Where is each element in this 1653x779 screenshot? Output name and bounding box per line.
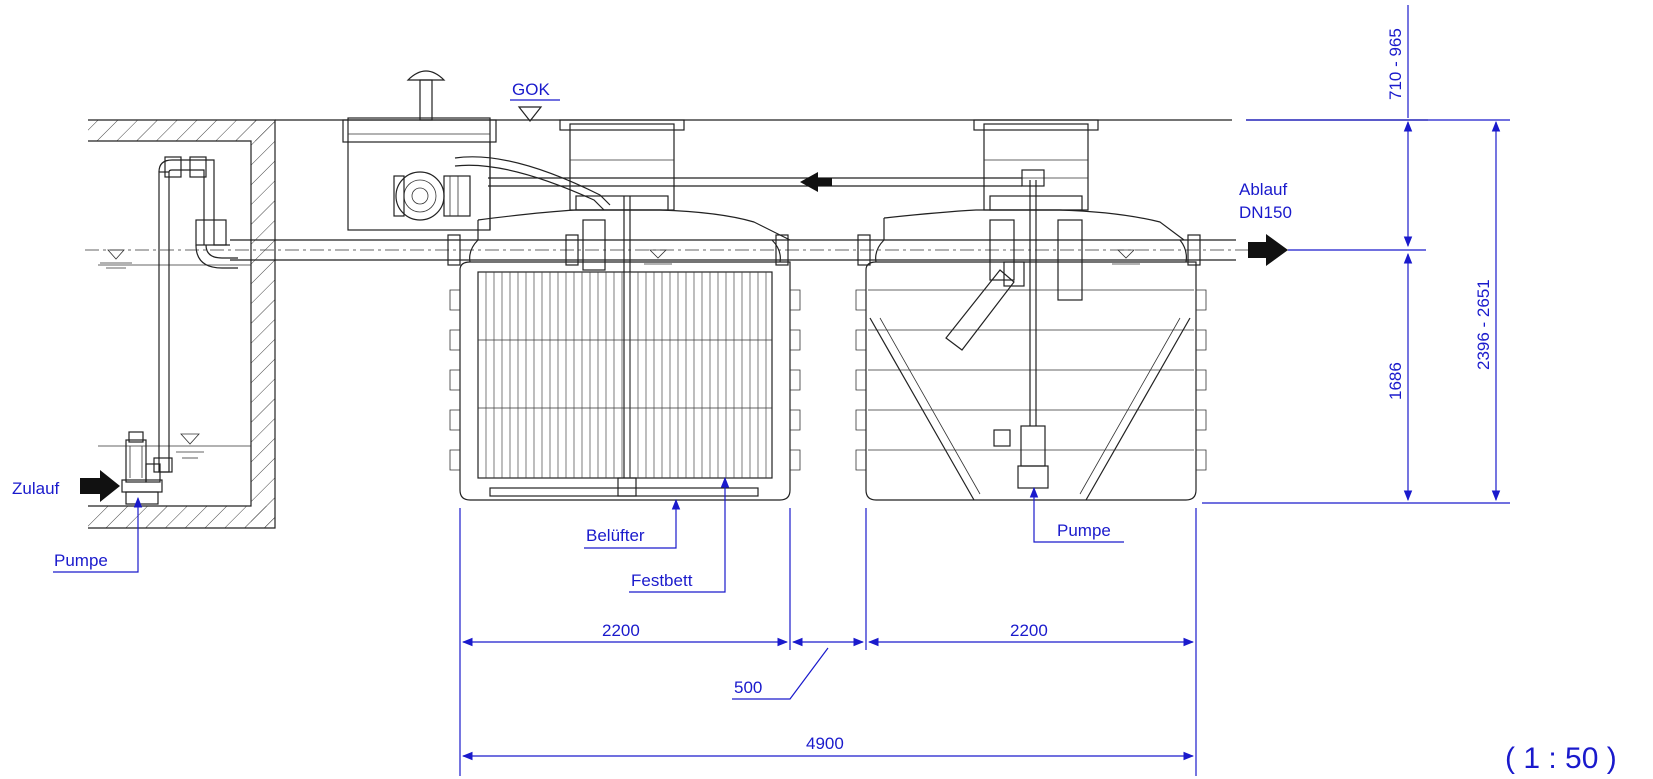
vertical-dimensions	[1202, 5, 1510, 504]
dim-gap: 500	[734, 678, 762, 697]
fixed-bed-media	[485, 272, 767, 478]
belufter-label: Belüfter	[586, 526, 645, 545]
zulauf-label: Zulauf	[12, 479, 60, 498]
leaders	[53, 99, 1124, 593]
outlet-arrow	[1248, 234, 1426, 266]
dim-water-height: 1686	[1386, 362, 1405, 400]
dim-total-height: 2396 - 2651	[1474, 279, 1493, 370]
festbett-label: Festbett	[631, 571, 693, 590]
horizontal-dimensions	[459, 508, 1197, 776]
ablauf-dn-label: DN150	[1239, 203, 1292, 222]
main-pipe	[85, 234, 1420, 269]
pump-shaft	[88, 119, 276, 529]
left-submersible-pump	[121, 431, 163, 505]
pumpe-right-label: Pumpe	[1057, 521, 1111, 540]
ablauf-label: Ablauf	[1239, 180, 1287, 199]
inlet-arrow	[80, 470, 120, 502]
dim-total-width: 4900	[806, 734, 844, 753]
ground-line	[275, 106, 1428, 122]
tank-1	[449, 119, 801, 501]
dim-tank1-width: 2200	[602, 621, 640, 640]
dim-cover-depth: 710 - 965	[1386, 28, 1405, 100]
pumpe-left-label: Pumpe	[54, 551, 108, 570]
dim-tank2-width: 2200	[1010, 621, 1048, 640]
scale-label: ( 1 : 50 )	[1505, 742, 1617, 775]
gok-label: GOK	[512, 80, 550, 99]
tank-2	[488, 119, 1207, 501]
